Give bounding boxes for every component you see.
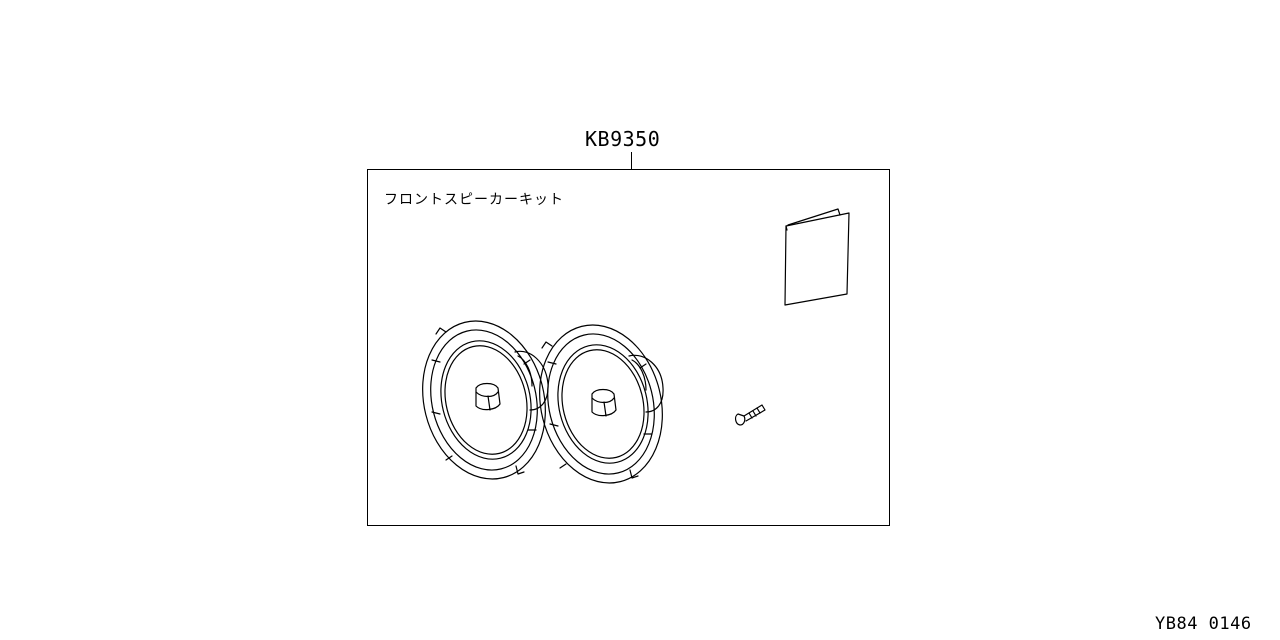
speaker-right-icon <box>539 324 664 484</box>
kit-name-label: フロントスピーカーキット <box>384 192 564 208</box>
instruction-booklet-icon <box>784 208 850 306</box>
screw-icon <box>734 404 766 426</box>
kit-frame <box>367 169 890 526</box>
speaker-left-icon <box>422 320 549 480</box>
part-number-label: KB9350 <box>585 127 661 151</box>
part-number-leader-line <box>631 152 633 170</box>
figure-code-label: YB84 0146 <box>1155 614 1252 634</box>
